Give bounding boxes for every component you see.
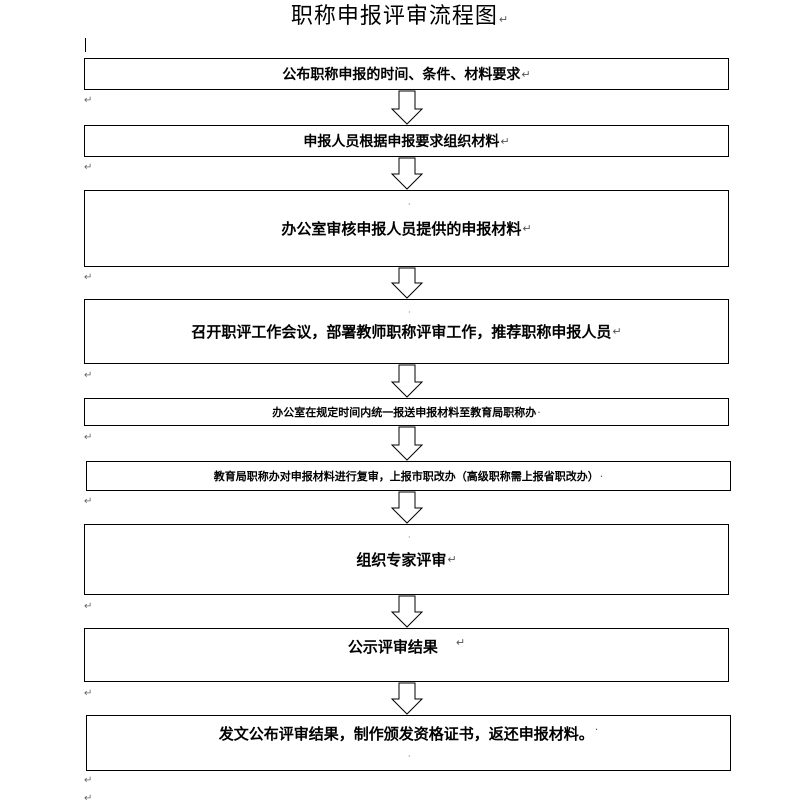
paragraph-mark: ↵: [84, 775, 93, 786]
paragraph-mark: ↵: [612, 325, 622, 338]
paragraph-dot-inline: ·: [594, 723, 599, 736]
flow-arrow-3: [390, 267, 424, 299]
paragraph-mark: ↵: [84, 793, 93, 804]
paragraph-dot-inline: ·: [599, 469, 604, 483]
paragraph-dot: ·: [408, 752, 411, 761]
flow-arrow-8: [390, 682, 424, 715]
flow-step-1-text: 公布职称申报的时间、条件、材料要求: [282, 67, 521, 83]
flow-arrow-5: [390, 426, 424, 461]
flow-step-3-text: 办公室审核申报人员提供的申报材料: [281, 220, 522, 238]
flow-step-2-text: 申报人员根据申报要求组织材料: [303, 134, 500, 150]
paragraph-mark: ↵: [84, 95, 93, 106]
flow-step-9: 发文公布评审结果，制作颁发资格证书，返还申报材料。·: [86, 715, 731, 771]
paragraph-mark: ↵: [521, 67, 531, 81]
flow-step-5: 办公室在规定时间内统一报送申报材料至教育局职称办·: [84, 398, 729, 426]
flow-step-6: 教育局职称办对申报材料进行复审，上报市职改办（高级职称需上报省职改办）·: [86, 461, 731, 491]
flow-step-8-text: 公示评审结果: [347, 638, 438, 656]
flow-arrow-1: [390, 90, 424, 125]
flow-step-4: 召开职评工作会议，部署教师职称评审工作，推荐职称申报人员↵: [84, 299, 729, 364]
paragraph-dot: ·: [408, 533, 411, 542]
flow-step-8: 公示评审结果 ↵: [84, 628, 729, 682]
paragraph-mark: ↵: [84, 496, 93, 507]
paragraph-mark: ↵: [84, 370, 93, 381]
flow-arrow-7: [390, 595, 424, 628]
paragraph-mark: ↵: [84, 272, 93, 283]
paragraph-dot-inline: ·: [537, 405, 541, 419]
flow-step-7-text: 组织专家评审: [356, 551, 447, 569]
flow-arrow-2: [390, 157, 424, 190]
paragraph-dot: ·: [408, 200, 411, 209]
flow-step-7: 组织专家评审↵: [84, 524, 729, 595]
flow-step-5-text: 办公室在规定时间内统一报送申报材料至教育局职称办: [272, 406, 537, 419]
paragraph-mark: ↵: [455, 636, 466, 649]
flow-step-9-text: 发文公布评审结果，制作颁发资格证书，返还申报材料。: [218, 725, 594, 743]
flow-step-4-text: 召开职评工作会议，部署教师职称评审工作，推荐职称申报人员: [191, 323, 612, 341]
paragraph-mark: ↵: [522, 222, 532, 235]
paragraph-mark: ↵: [500, 134, 510, 148]
paragraph-mark: ↵: [84, 601, 93, 612]
paragraph-mark: ↵: [447, 553, 457, 566]
flow-step-2: 申报人员根据申报要求组织材料↵: [84, 125, 729, 157]
flow-arrow-4: [390, 364, 424, 398]
paragraph-mark: ↵: [84, 162, 93, 173]
paragraph-mark: ↵: [84, 432, 93, 443]
page-title: 职称申报评审流程图↵: [0, 2, 800, 35]
flow-step-1: 公布职称申报的时间、条件、材料要求↵: [84, 58, 729, 90]
paragraph-dot: ·: [408, 308, 411, 317]
title-text: 职称申报评审流程图: [290, 4, 498, 29]
paragraph-mark: ↵: [498, 13, 510, 26]
flow-arrow-6: [390, 491, 424, 524]
text-cursor: [85, 38, 86, 52]
flow-step-3: 办公室审核申报人员提供的申报材料↵: [84, 190, 729, 267]
flow-step-6-text: 教育局职称办对申报材料进行复审，上报市职改办（高级职称需上报省职改办）: [213, 470, 599, 483]
paragraph-mark: ↵: [84, 688, 93, 699]
